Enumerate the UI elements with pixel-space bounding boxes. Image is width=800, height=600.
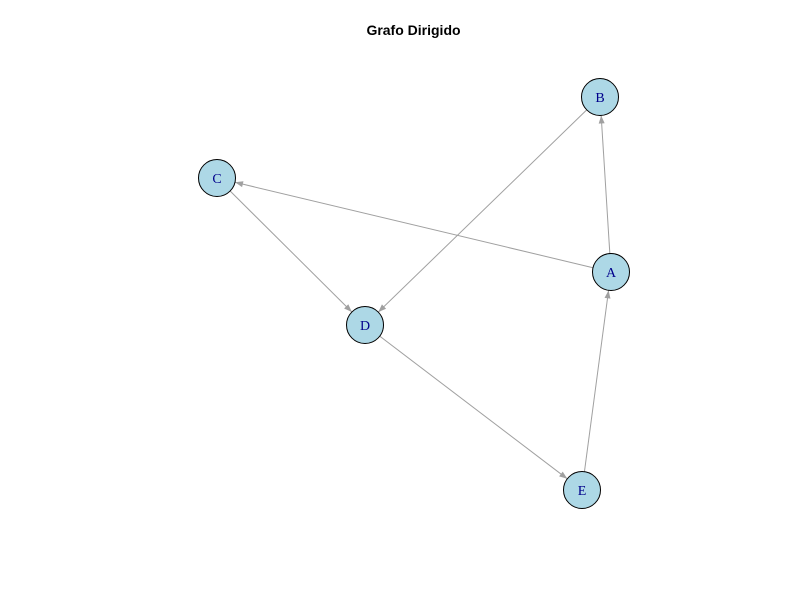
edge-line [234,181,594,269]
diagram-title: Grafo Dirigido [366,22,461,38]
node-circle [592,253,630,291]
arrowhead [378,304,387,313]
edge-line [229,190,353,313]
edge-line [600,115,611,254]
node-A: A [592,253,630,291]
node-circle [346,306,384,344]
edge-line [377,109,588,313]
node-label: E [578,484,587,499]
edge-layer [229,109,611,480]
edge-B-D [377,109,588,313]
node-B: B [581,78,619,116]
node-label: C [212,172,221,187]
edge-C-D [229,190,353,313]
edge-D-E [379,335,568,480]
node-label: A [606,266,617,281]
node-label: B [595,91,604,106]
arrowhead [344,304,352,312]
edge-A-C [234,181,594,269]
arrowhead [598,115,605,124]
node-E: E [563,471,601,509]
node-label: D [360,319,370,334]
node-C: C [198,159,236,197]
node-circle [563,471,601,509]
node-layer: A B C D E [198,78,630,509]
node-circle [198,159,236,197]
node-circle [581,78,619,116]
edge-line [379,335,568,480]
arrowhead [234,181,244,188]
edge-A-B [598,115,611,254]
edge-line [583,290,610,472]
arrowhead [604,290,611,299]
edge-E-A [583,290,611,472]
arrowhead [559,471,568,479]
node-D: D [346,306,384,344]
